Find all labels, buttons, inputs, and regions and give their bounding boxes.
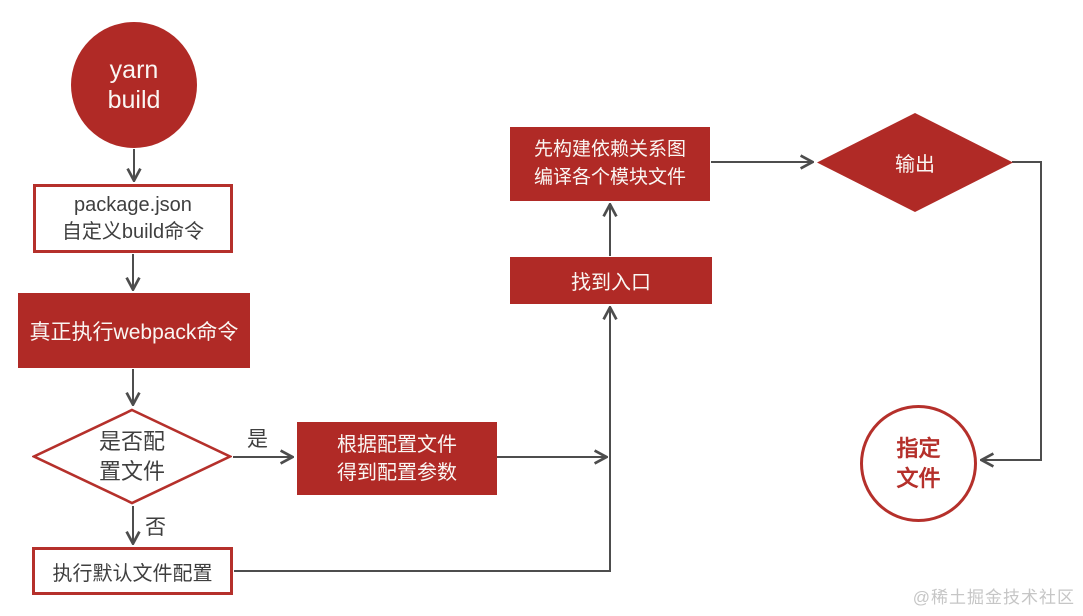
yes-edge-label: 是 [247, 428, 268, 451]
default-config-label: 执行默认文件配置 [52, 562, 213, 585]
no-edge-label: 否 [145, 516, 166, 539]
default-config-node: 执行默认文件配置 [32, 547, 233, 595]
config-decision-node: 是否配 置文件 [32, 408, 232, 505]
start-node: yarn build [71, 22, 197, 148]
entry-label: 找到入口 [571, 272, 651, 294]
target-file-node: 指定 文件 [860, 405, 977, 522]
start-node-label: yarn build [107, 56, 161, 114]
output-label: 输出 [895, 154, 935, 176]
webpack-exec-node: 真正执行webpack命令 [18, 293, 250, 368]
target-file-label: 指定 文件 [896, 435, 941, 491]
package-json-node: package.json 自定义build命令 [33, 184, 233, 253]
package-json-label: package.json 自定义build命令 [61, 193, 205, 243]
output-diamond-shape [817, 113, 1013, 212]
output-node: 输出 [817, 113, 1013, 212]
decision-diamond-shape [32, 408, 232, 505]
config-decision-label: 是否配 置文件 [98, 428, 165, 484]
webpack-exec-label: 真正执行webpack命令 [29, 320, 239, 344]
dependency-graph-node: 先构建依赖关系图 编译各个模块文件 [510, 127, 710, 201]
dependency-graph-label: 先构建依赖关系图 编译各个模块文件 [533, 139, 686, 188]
watermark: @稀土掘金技术社区 [912, 588, 1075, 607]
entry-node: 找到入口 [510, 257, 712, 304]
config-file-node: 根据配置文件 得到配置参数 [297, 422, 497, 495]
config-file-label: 根据配置文件 得到配置参数 [337, 433, 457, 484]
